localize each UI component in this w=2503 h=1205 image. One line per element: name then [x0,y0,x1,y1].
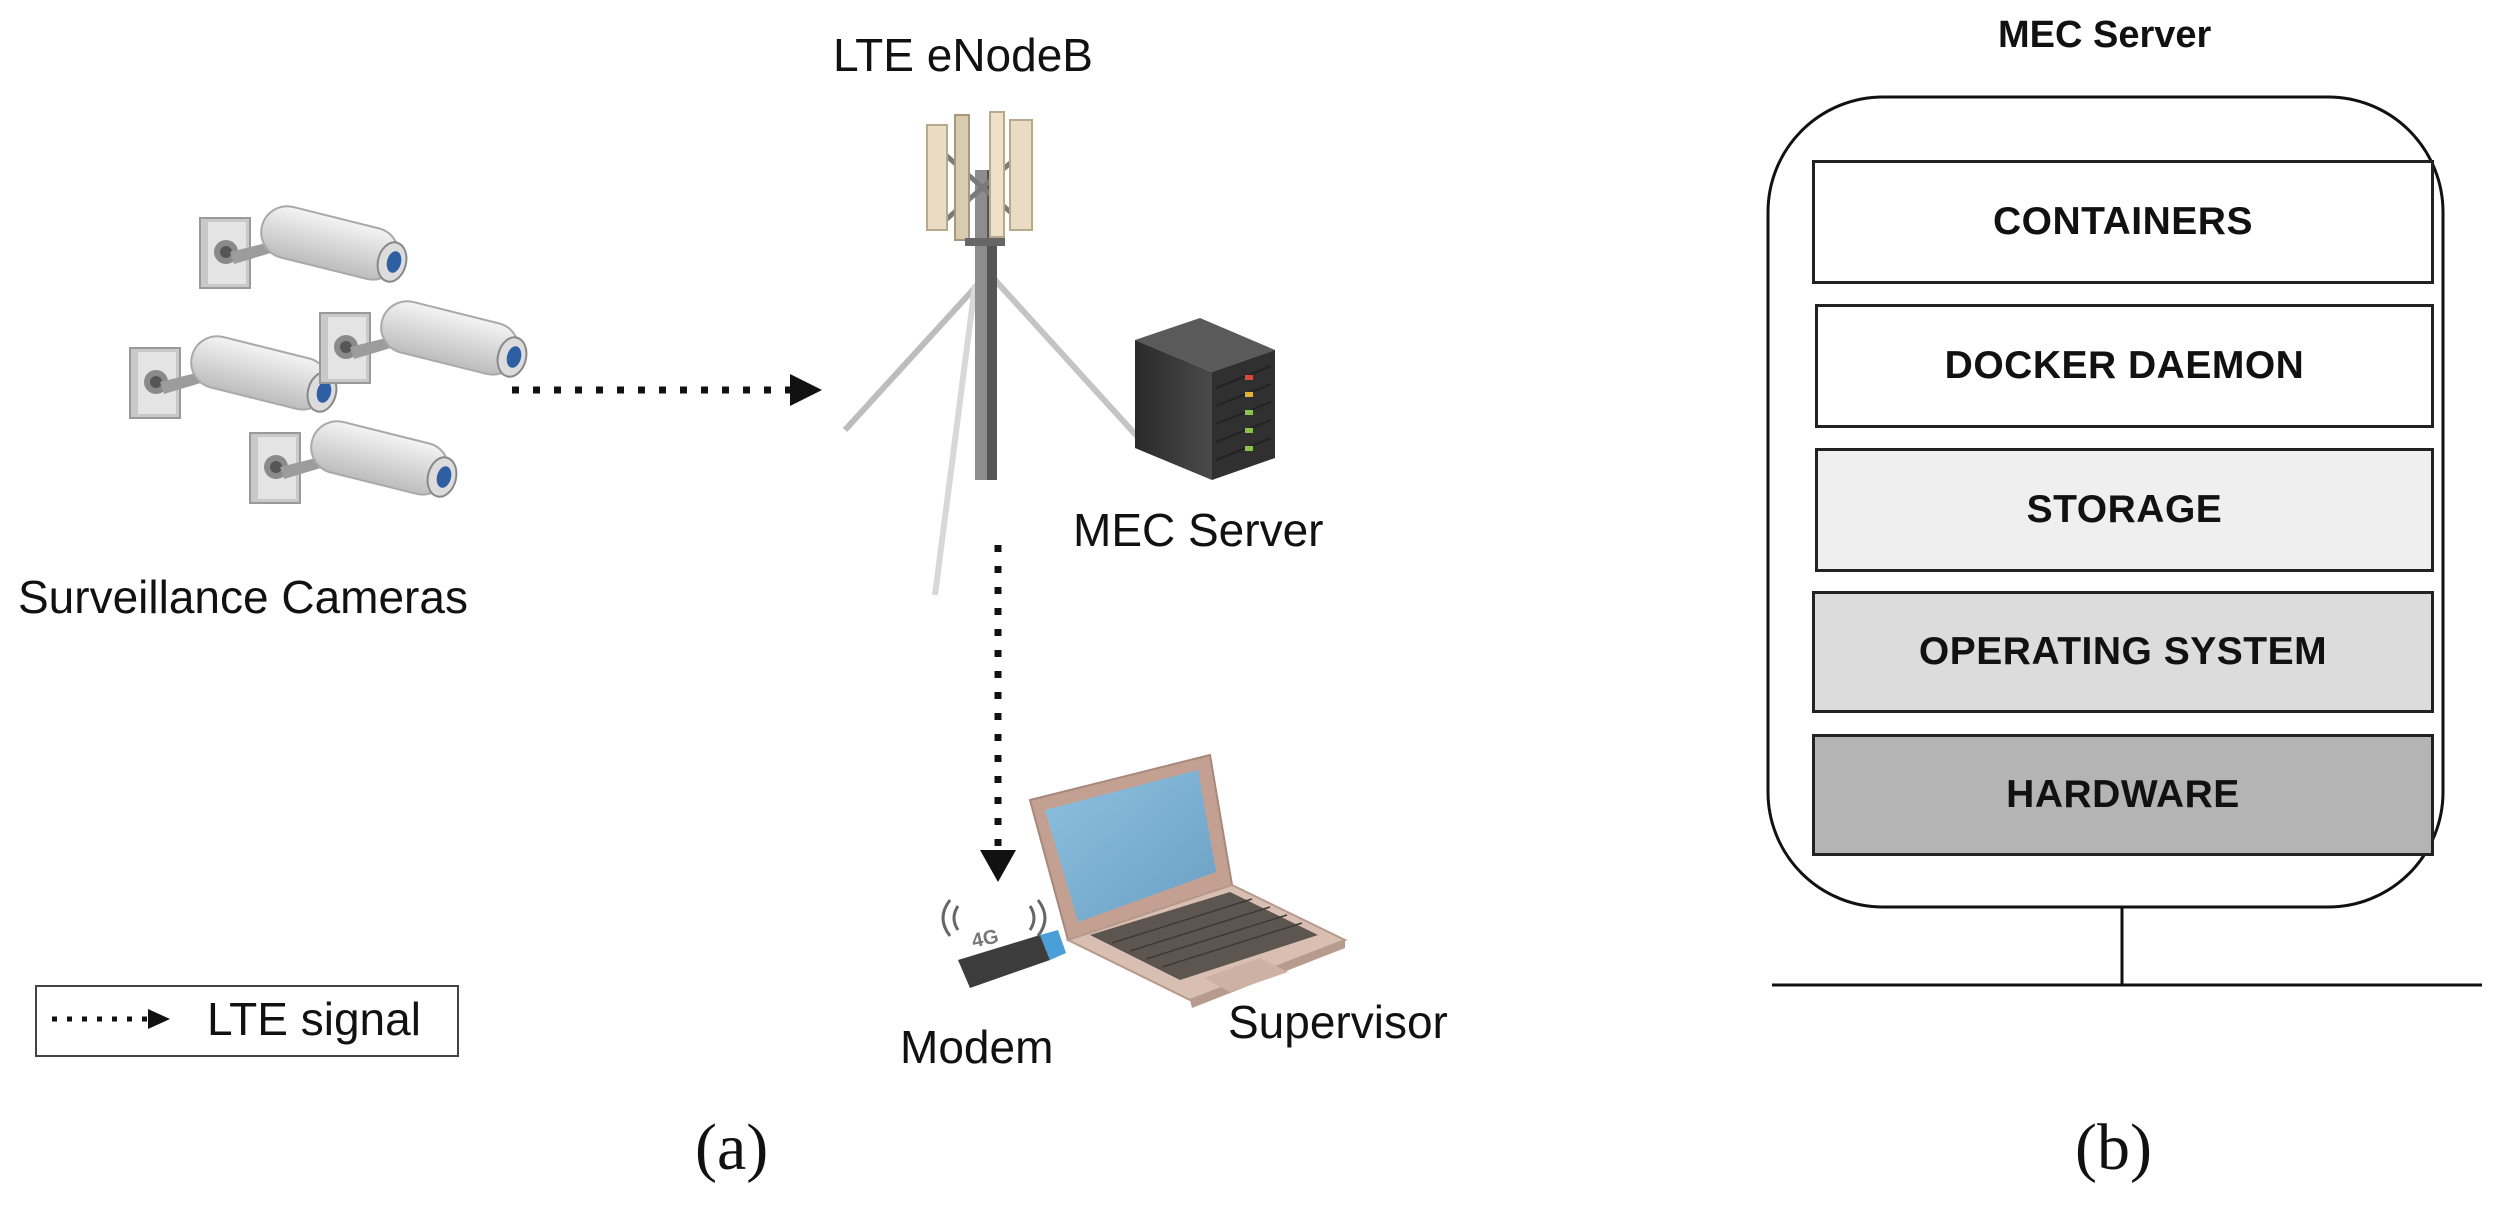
laptop-icon [1028,753,1348,1008]
layer-operating-system: OPERATING SYSTEM [1812,591,2434,713]
arrowhead-icon [790,374,822,406]
camera-icon [129,329,342,419]
modem-icon [941,899,1066,988]
mec-server-enclosure [1766,95,2445,909]
layer-hardware: HARDWARE [1812,734,2434,856]
layer-storage: STORAGE [1815,448,2434,572]
arrowhead-icon [980,850,1016,882]
server-icon [1135,318,1275,480]
camera-icon [319,294,532,384]
legend-box [35,985,459,1057]
modem-label: Modem [900,1021,1054,1073]
supervisor-label: Supervisor [1228,996,1448,1048]
camera-icon [249,414,462,504]
layer-docker-daemon: DOCKER DAEMON [1815,304,2434,428]
cameras-label: Surveillance Cameras [18,571,468,623]
layer-containers: CONTAINERS [1812,160,2434,284]
enodeb-label: LTE eNodeB [833,29,1093,81]
arrowhead-icon [148,1009,170,1029]
mec-server-title: MEC Server [1998,14,2212,56]
panel-a-label: (a) [695,1111,769,1184]
panel-b-label: (b) [2075,1111,2152,1184]
lte-tower-icon [842,111,1148,596]
legend-label: LTE signal [207,993,421,1045]
mec-server-label: MEC Server [1073,504,1324,556]
camera-icon [199,199,412,289]
